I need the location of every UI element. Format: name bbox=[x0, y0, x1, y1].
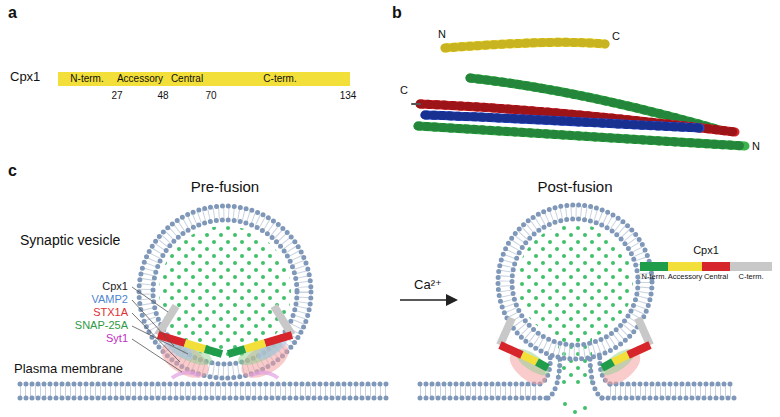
legend-swatch bbox=[668, 262, 702, 271]
legend-swatch bbox=[640, 262, 668, 271]
reaction-arrow bbox=[400, 299, 455, 301]
complexin-bar bbox=[500, 318, 650, 368]
state-title: Post-fusion bbox=[537, 178, 612, 195]
residue-number: 70 bbox=[205, 90, 216, 102]
residue-number: 134 bbox=[340, 90, 357, 102]
protein-key: Syt1 bbox=[106, 332, 128, 345]
protein-key: SNAP-25A bbox=[75, 319, 128, 332]
residue-number: 27 bbox=[111, 90, 122, 102]
helix-bundle bbox=[412, 42, 745, 146]
legend-label: C-term. bbox=[739, 273, 764, 282]
legend-title: Cpx1 bbox=[693, 244, 719, 257]
protein-key: VAMP2 bbox=[92, 293, 128, 306]
structure-label: Plasma membrane bbox=[14, 362, 123, 377]
panel-letter: b bbox=[392, 4, 402, 22]
leader-lines bbox=[132, 287, 188, 372]
ion-label: Ca²⁺ bbox=[414, 278, 442, 293]
complexin-bar bbox=[158, 306, 292, 354]
legend-label: Accessory bbox=[668, 273, 703, 282]
panel-letter: a bbox=[8, 4, 17, 22]
structure-label: Synaptic vesicle bbox=[20, 232, 120, 248]
protein-key: STX1A bbox=[93, 306, 128, 319]
protein-name: Cpx1 bbox=[10, 70, 40, 85]
plasma-membrane bbox=[20, 384, 390, 398]
panel-letter: c bbox=[8, 162, 17, 180]
protein-key: Cpx1 bbox=[102, 280, 128, 293]
domain-label: C-term. bbox=[263, 72, 296, 86]
legend-swatch bbox=[702, 262, 730, 271]
domain-label: Central bbox=[171, 72, 203, 86]
legend-label: Central bbox=[704, 273, 728, 282]
terminus-label: N bbox=[752, 140, 760, 153]
legend-swatch bbox=[730, 262, 772, 271]
residue-number: 48 bbox=[157, 90, 168, 102]
legend-label: N-term. bbox=[642, 273, 667, 282]
domain-bar: N-term. Accessory Central C-term. bbox=[58, 72, 350, 86]
state-title: Pre-fusion bbox=[191, 178, 259, 195]
fusing-vesicle bbox=[420, 205, 735, 414]
domain-label: N-term. bbox=[70, 72, 103, 86]
domain-label: Accessory bbox=[117, 72, 163, 86]
snare-complex bbox=[504, 344, 646, 391]
terminus-label: C bbox=[612, 30, 620, 43]
terminus-label: N bbox=[438, 28, 446, 41]
terminus-label: C bbox=[400, 84, 408, 97]
